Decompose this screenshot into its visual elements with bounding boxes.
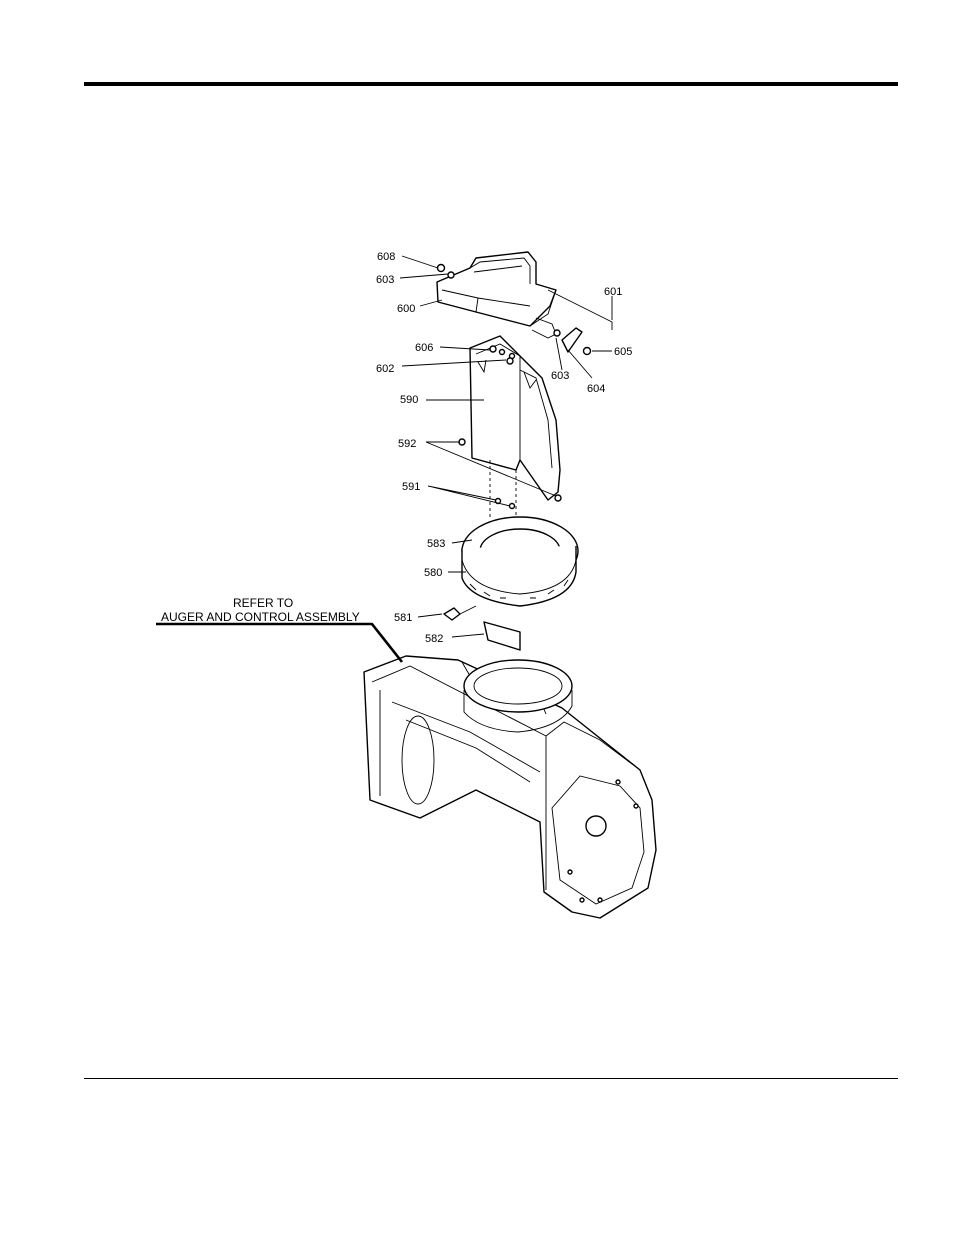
bottom-rule: [84, 1078, 898, 1079]
plate-part-582: [484, 622, 520, 650]
callout-601: 601: [604, 286, 622, 298]
refer-bracket-line: [156, 624, 402, 662]
callout-600: 600: [397, 303, 415, 315]
callout-592: 592: [398, 438, 416, 450]
chute-deflector-part-600: [437, 252, 556, 338]
cable-601: [548, 290, 612, 330]
callout-606: 606: [415, 342, 433, 354]
callout-605: 605: [614, 346, 632, 358]
callout-602: 602: [376, 363, 394, 375]
callout-590: 590: [400, 394, 418, 406]
callout-608: 608: [377, 251, 395, 263]
callout-591: 591: [402, 481, 420, 493]
hardware-603-604-605: [554, 328, 591, 355]
hardware-581: [444, 606, 476, 620]
callout-582: 582: [425, 633, 443, 645]
callout-603-lower: 603: [551, 370, 569, 382]
chute-ring-part-580: [462, 546, 576, 606]
upper-chute-part-590: [470, 336, 560, 500]
auger-housing: [364, 656, 656, 918]
hardware-608-603: [438, 265, 455, 279]
callout-580: 580: [424, 567, 442, 579]
callout-604: 604: [587, 383, 605, 395]
auger-control-assembly-label: AUGER AND CONTROL ASSEMBLY: [161, 610, 360, 624]
callout-583: 583: [427, 538, 445, 550]
callout-581: 581: [394, 612, 412, 624]
callout-603: 603: [376, 274, 394, 286]
refer-to-label: REFER TO: [233, 596, 293, 610]
